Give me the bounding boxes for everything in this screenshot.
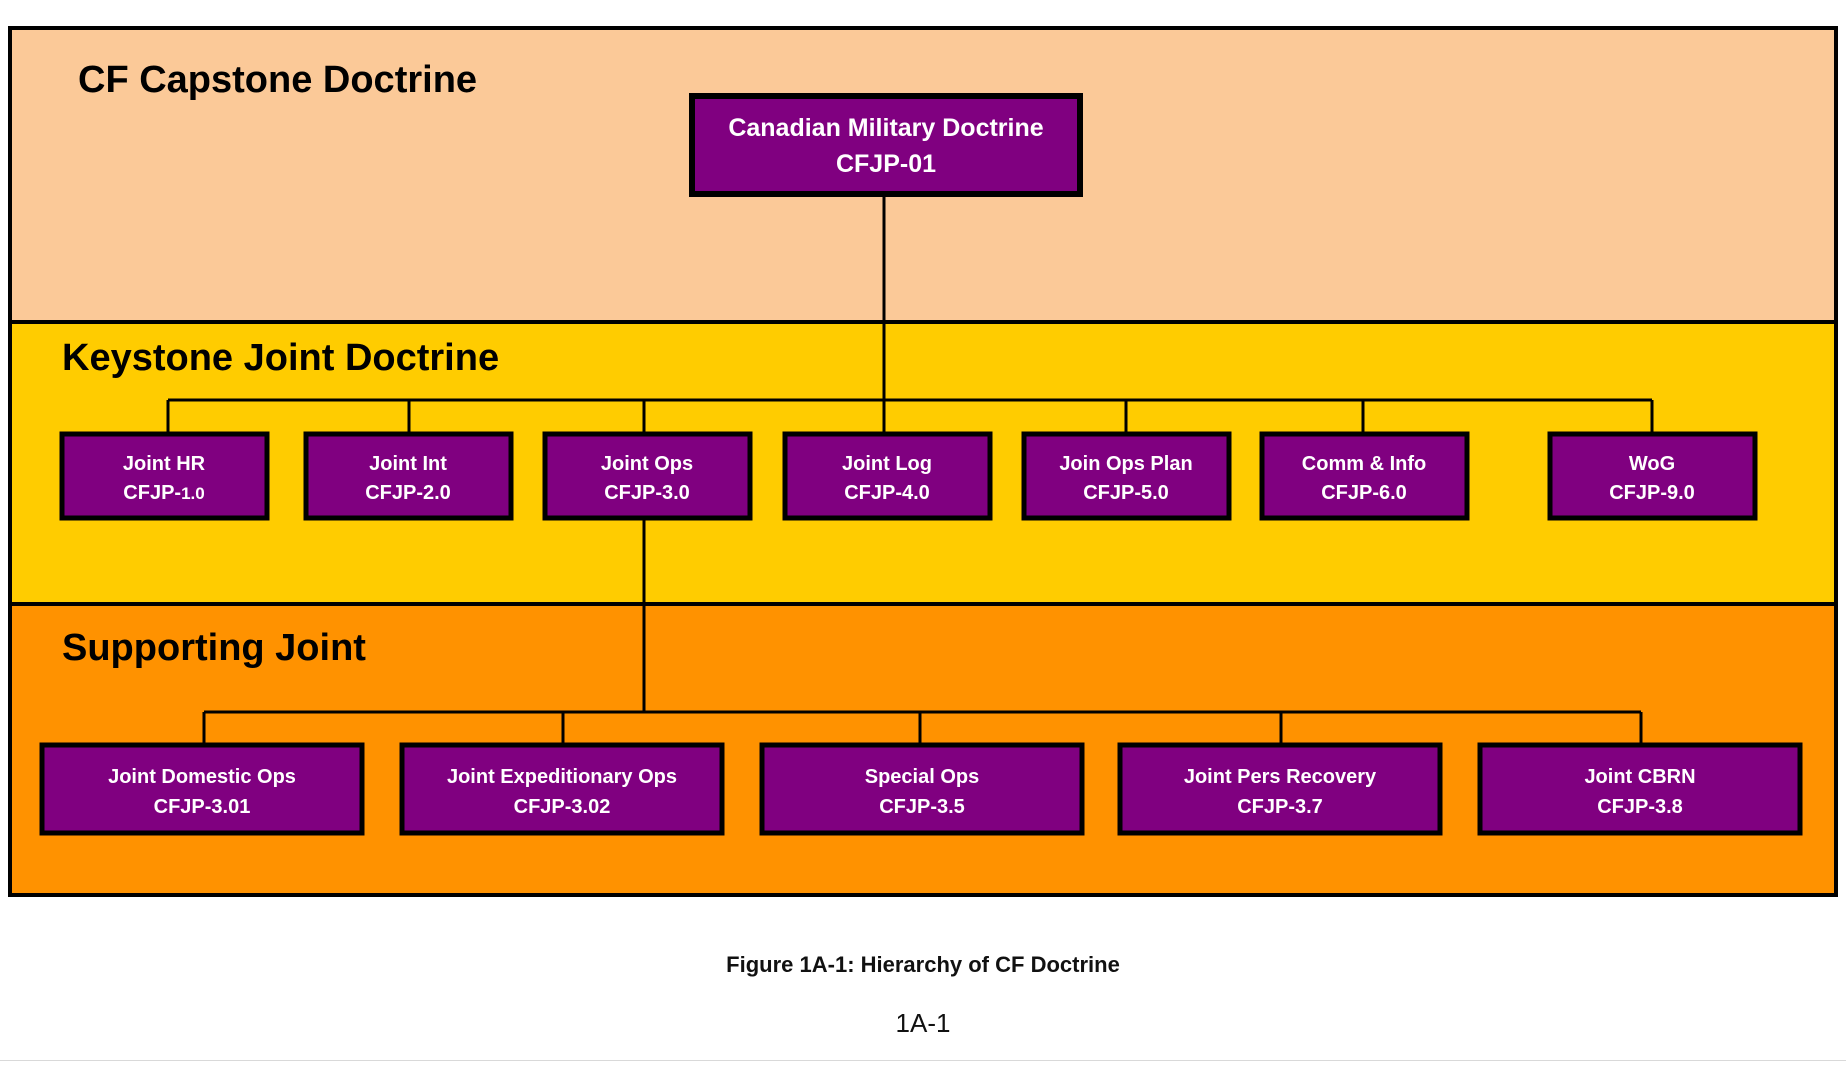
node-code: CFJP-01 (836, 150, 936, 178)
supporting-node-special-ops[interactable]: Special Ops CFJP-3.5 (759, 742, 1085, 836)
keystone-node-wog[interactable]: WoG CFJP-9.0 (1547, 431, 1758, 521)
figure-caption: Figure 1A-1: Hierarchy of CF Doctrine (726, 952, 1120, 977)
node-title: Comm & Info (1302, 453, 1426, 475)
node-box[interactable] (689, 93, 1083, 197)
node-code: CFJP-4.0 (844, 482, 930, 504)
node-title: Joint CBRN (1584, 766, 1695, 788)
node-code: CFJP-9.0 (1609, 482, 1695, 504)
node-code: CFJP-6.0 (1321, 482, 1407, 504)
node-code-prefix: CFJP- (123, 482, 181, 504)
node-code: CFJP-3.8 (1597, 796, 1683, 818)
node-box[interactable] (759, 742, 1085, 836)
supporting-node-joint-pers-recovery[interactable]: Joint Pers Recovery CFJP-3.7 (1117, 742, 1443, 836)
keystone-node-comm-info[interactable]: Comm & Info CFJP-6.0 (1259, 431, 1470, 521)
keystone-node-joint-int[interactable]: Joint Int CFJP-2.0 (303, 431, 514, 521)
node-box[interactable] (1477, 742, 1803, 836)
node-box[interactable] (542, 431, 753, 521)
node-code: CFJP-5.0 (1083, 482, 1169, 504)
supporting-node-joint-domestic-ops[interactable]: Joint Domestic Ops CFJP-3.01 (39, 742, 365, 836)
node-box[interactable] (1117, 742, 1443, 836)
keystone-node-joint-ops[interactable]: Joint Ops CFJP-3.0 (542, 431, 753, 521)
node-title: Joint Expeditionary Ops (447, 766, 677, 788)
supporting-band-title: Supporting Joint (62, 627, 366, 669)
keystone-to-supporting-connectors (202, 518, 1643, 745)
node-title: WoG (1629, 453, 1675, 475)
node-title: Canadian Military Doctrine (728, 114, 1043, 142)
node-box[interactable] (1259, 431, 1470, 521)
keystone-node-joint-log[interactable]: Joint Log CFJP-4.0 (782, 431, 993, 521)
keystone-band-title: Keystone Joint Doctrine (62, 337, 499, 379)
node-code: CFJP-3.7 (1237, 796, 1323, 818)
node-code: CFJP-3.01 (154, 796, 251, 818)
node-box[interactable] (59, 431, 270, 521)
keystone-node-join-ops-plan[interactable]: Join Ops Plan CFJP-5.0 (1021, 431, 1232, 521)
node-box[interactable] (1547, 431, 1758, 521)
capstone-node-canadian-military-doctrine[interactable]: Canadian Military Doctrine CFJP-01 (689, 93, 1083, 197)
node-box[interactable] (303, 431, 514, 521)
node-title: Joint Int (369, 453, 447, 475)
node-title: Join Ops Plan (1059, 453, 1192, 475)
node-title: Joint Pers Recovery (1184, 766, 1377, 788)
node-box[interactable] (39, 742, 365, 836)
node-box[interactable] (1021, 431, 1232, 521)
node-title: Joint Domestic Ops (108, 766, 296, 788)
node-code: CFJP-1.0 (123, 482, 204, 504)
footer-divider (0, 1060, 1846, 1061)
node-box[interactable] (399, 742, 725, 836)
capstone-to-keystone-connectors (166, 194, 1654, 434)
supporting-node-joint-cbrn[interactable]: Joint CBRN CFJP-3.8 (1477, 742, 1803, 836)
node-title: Special Ops (865, 766, 980, 788)
supporting-node-joint-expeditionary-ops[interactable]: Joint Expeditionary Ops CFJP-3.02 (399, 742, 725, 836)
node-box[interactable] (782, 431, 993, 521)
node-code: CFJP-3.0 (604, 482, 690, 504)
keystone-node-joint-hr[interactable]: Joint HR CFJP-1.0 (59, 431, 270, 521)
node-code: CFJP-3.5 (879, 796, 965, 818)
node-title: Joint Ops (601, 453, 693, 475)
node-code-suffix: 1.0 (181, 484, 205, 503)
doctrine-hierarchy-diagram: CF Capstone Doctrine Keystone Joint Doct… (8, 26, 1838, 897)
node-title: Joint Log (842, 453, 932, 475)
page-number: 1A-1 (895, 1008, 951, 1038)
node-title: Joint HR (123, 453, 206, 475)
node-code: CFJP-3.02 (514, 796, 611, 818)
capstone-band-title: CF Capstone Doctrine (78, 59, 477, 101)
node-code: CFJP-2.0 (365, 482, 451, 504)
